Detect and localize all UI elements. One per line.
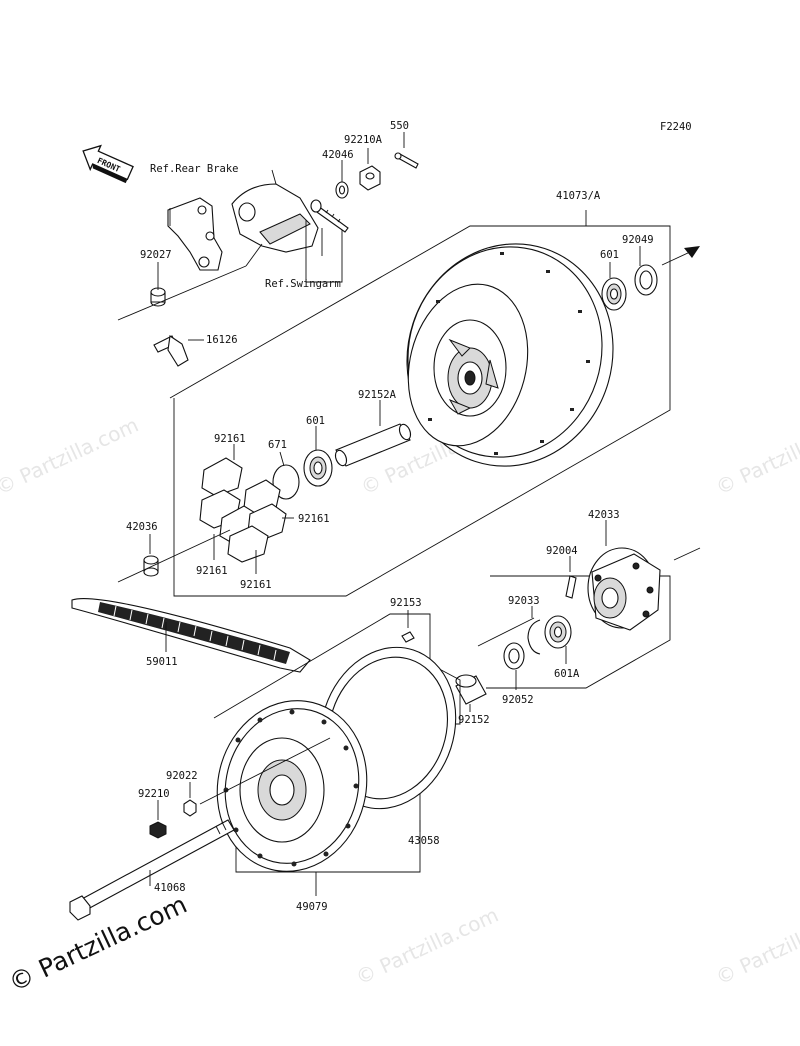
label-59011: 59011 — [146, 656, 178, 668]
cast-wheel-41073A — [406, 243, 614, 467]
label-43058: 43058 — [408, 835, 440, 847]
watermark: © Partzilla.com — [0, 413, 142, 500]
label-550: 550 — [390, 120, 409, 132]
valve-16126 — [153, 335, 189, 367]
label-92152A: 92152A — [358, 389, 397, 401]
collar-92027 — [150, 287, 166, 307]
label-92027: 92027 — [140, 249, 172, 261]
watermark: © Partzilla.com — [352, 903, 502, 990]
label-16126: 16126 — [206, 334, 238, 346]
label-92161: 92161 — [240, 579, 272, 591]
leader-lines-top — [117, 132, 405, 341]
ref-swingarm: Ref.Swingarm — [265, 278, 341, 290]
label-42046: 42046 — [322, 149, 354, 161]
label-92022: 92022 — [166, 770, 198, 782]
front-arrow-icon: FRONT — [82, 144, 134, 184]
sprocket-group-frame — [213, 613, 461, 873]
label-92049: 92049 — [622, 234, 654, 246]
bearing-601A — [544, 615, 572, 649]
label-42033: 42033 — [588, 509, 620, 521]
label-41073A: 41073/A — [556, 190, 601, 202]
spacer-92152A — [334, 423, 412, 467]
wheel-assembly-frame — [169, 225, 671, 597]
bearing-601-mid — [303, 449, 333, 487]
leader-lines-dampers — [213, 444, 294, 574]
nut-92210 — [149, 821, 167, 839]
label-49079: 49079 — [296, 901, 328, 913]
circlip-92033 — [527, 619, 541, 655]
nut-92210A — [359, 165, 381, 191]
seal-92052 — [503, 642, 525, 670]
label-92161: 92161 — [214, 433, 246, 445]
watermark: © Partzilla.com — [712, 903, 800, 990]
brake-bracket — [167, 169, 319, 271]
bolt-92153 — [401, 631, 415, 643]
spacer-92152 — [455, 674, 487, 705]
label-41068: 41068 — [154, 882, 186, 894]
label-42036: 42036 — [126, 521, 158, 533]
label-92153: 92153 — [390, 597, 422, 609]
stud-92004 — [565, 575, 577, 599]
partzilla-watermark: © Partzilla.com — [4, 890, 191, 998]
sprocket-49079 — [216, 700, 368, 872]
part-labels: 550 92210A 42046 41073/A 92049 601 92027… — [126, 120, 654, 913]
watermark: © Partzilla.com — [712, 413, 800, 500]
nut-92022 — [183, 799, 197, 817]
adjuster-bolt — [310, 199, 349, 233]
washer-42046 — [335, 181, 349, 199]
label-601-mid: 601 — [306, 415, 325, 427]
drive-belt-59011 — [71, 598, 311, 673]
label-92161: 92161 — [298, 513, 330, 525]
label-601A: 601A — [554, 668, 580, 680]
label-92033: 92033 — [508, 595, 540, 607]
label-92152: 92152 — [458, 714, 490, 726]
label-92161: 92161 — [196, 565, 228, 577]
figure-code: F2240 — [660, 121, 692, 133]
cotter-pin-550 — [394, 152, 419, 169]
ref-rear-brake: Ref.Rear Brake — [150, 163, 239, 175]
seal-92049 — [634, 264, 658, 296]
label-92210A: 92210A — [344, 134, 383, 146]
label-92004: 92004 — [546, 545, 578, 557]
damper-rubbers-92161 — [199, 457, 287, 563]
label-92052: 92052 — [502, 694, 534, 706]
label-601-top: 601 — [600, 249, 619, 261]
hub-42033 — [587, 547, 661, 631]
axle-41068 — [69, 819, 235, 921]
label-92210: 92210 — [138, 788, 170, 800]
label-671: 671 — [268, 439, 287, 451]
bearing-601-top — [601, 277, 627, 311]
collar-42036 — [143, 555, 159, 577]
